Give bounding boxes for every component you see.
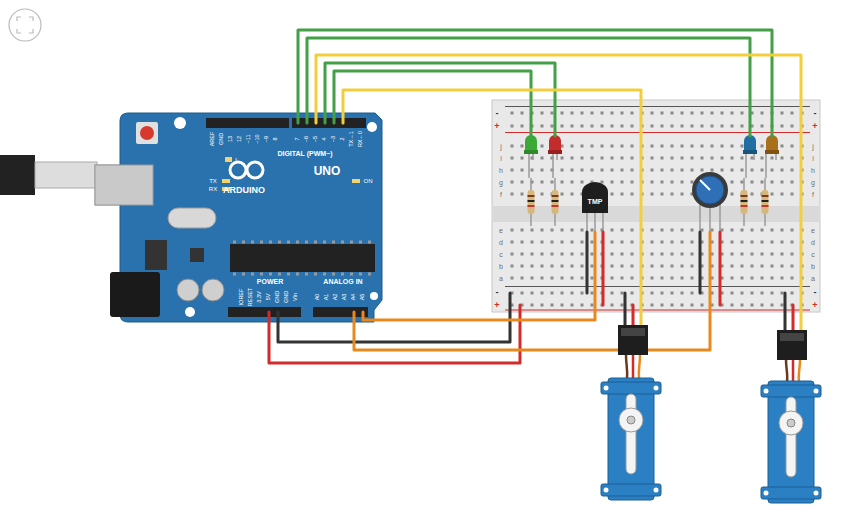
led-label: L (235, 157, 238, 163)
pin-label: A3 (342, 294, 348, 301)
led-label: ON (364, 178, 373, 184)
potentiometer (692, 172, 728, 232)
row-letter: g (499, 179, 503, 186)
expand-icon (9, 9, 41, 41)
pin-label: 12 (237, 136, 243, 142)
row-letter: e (499, 227, 503, 234)
header-title: ANALOG IN (323, 278, 362, 285)
pin-label: AREF (210, 132, 216, 147)
row-letter: h (811, 167, 815, 174)
pin-label: 13 (228, 136, 234, 142)
pin-label: 5V (266, 294, 272, 301)
row-letter: a (499, 275, 503, 282)
servo-motor (761, 330, 821, 503)
pin-label: A1 (324, 294, 330, 301)
rail-sign: - (814, 288, 817, 297)
wire (269, 30, 801, 363)
row-letter: j (812, 143, 814, 150)
pin-label: ~9 (264, 136, 270, 142)
row-letter: d (811, 239, 815, 246)
rail-sign: + (494, 122, 499, 131)
row-letter: c (811, 251, 815, 258)
pin-label: A2 (333, 294, 339, 301)
row-letter: d (499, 239, 503, 246)
pin-label: GND (219, 133, 225, 145)
rail-sign: + (494, 301, 499, 310)
pin-label: 8 (273, 137, 279, 140)
rail-sign: + (812, 301, 817, 310)
led-label: RX (209, 186, 217, 192)
header-title: POWER (257, 278, 283, 285)
arduino-board (95, 113, 382, 322)
rail-sign: - (496, 109, 499, 118)
pin-label: RX←0 (358, 131, 364, 147)
servo-motor (601, 325, 661, 500)
row-letter: a (811, 275, 815, 282)
pin-label: ~5 (313, 136, 319, 142)
temperature-sensor (582, 182, 608, 232)
model-name: UNO (314, 165, 341, 177)
pin-label: 7 (295, 137, 301, 140)
row-letter: f (500, 191, 502, 198)
led-symbol (524, 135, 779, 178)
pin-label: IOREF (239, 289, 245, 306)
row-letter: b (811, 263, 815, 270)
row-letter: g (811, 179, 815, 186)
pin-label: GND (284, 291, 290, 303)
pin-label: ~3 (331, 136, 337, 142)
pin-label: 2 (340, 137, 346, 140)
pin-label: 3.3V (257, 291, 263, 302)
row-letter: e (811, 227, 815, 234)
pin-label: A5 (360, 294, 366, 301)
resistor-symbol (528, 178, 769, 226)
pin-label: A0 (315, 294, 321, 301)
row-letter: j (500, 143, 502, 150)
rail-sign: - (814, 109, 817, 118)
rail-sign: - (496, 288, 499, 297)
component-label: TMP (588, 198, 603, 205)
row-letter: b (499, 263, 503, 270)
pin-label: ~11 (246, 135, 252, 144)
jumper-wire (587, 232, 720, 305)
pin-label: Vin (293, 293, 299, 301)
row-letter: i (812, 155, 814, 162)
row-letter: f (812, 191, 814, 198)
rail-sign: + (812, 122, 817, 131)
pin-label: ~10 (255, 134, 261, 143)
pin-label: GND (275, 291, 281, 303)
row-letter: c (499, 251, 503, 258)
row-letter: i (500, 155, 502, 162)
pin-label: TX→1 (349, 131, 355, 147)
row-letter: h (499, 167, 503, 174)
header-title: DIGITAL (PWM~) (277, 150, 332, 157)
pin-label: ~6 (304, 136, 310, 142)
pin-label: 4 (322, 137, 328, 140)
led-label: TX (209, 178, 217, 184)
pin-label: A4 (351, 294, 357, 301)
brand-name: ARDUINO (223, 186, 265, 195)
pin-label: RESET (248, 288, 254, 306)
